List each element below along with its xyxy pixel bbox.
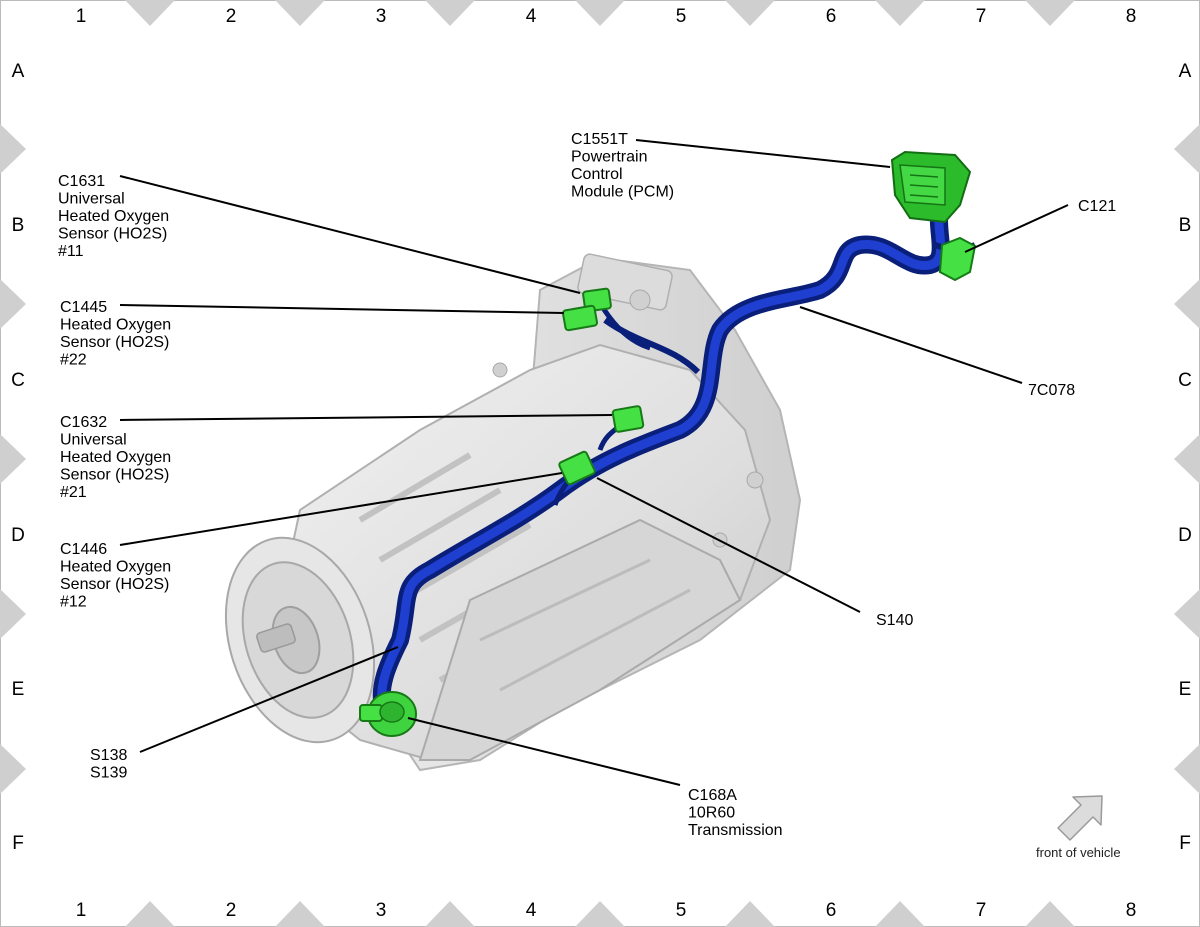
callout-line: 10R60 (688, 805, 735, 822)
callout-line: Sensor (HO2S) (60, 334, 169, 351)
grid-row-label: E (12, 679, 25, 700)
connector-c1446 (558, 450, 596, 486)
grid-row-label: F (12, 833, 24, 854)
grid-column-labels-bottom: 1 2 3 4 5 6 7 8 (76, 900, 1137, 921)
callout-line: C1631 (58, 173, 105, 190)
callout-line: Universal (58, 191, 125, 208)
leader-c168a (407, 717, 681, 786)
callout-line: Module (PCM) (571, 184, 674, 201)
callout-line: #11 (58, 243, 84, 260)
grid-column-label: 6 (826, 6, 837, 27)
grid-column-label: 5 (676, 6, 687, 27)
grid-row-label: E (1179, 679, 1192, 700)
callout-line: #12 (60, 594, 87, 611)
grid-column-label: 2 (226, 6, 237, 27)
arrow-up-right-icon (1057, 795, 1103, 841)
connector-c1445 (561, 304, 599, 332)
grid-row-labels-left: A B C D E F (11, 61, 25, 854)
leader-c1632 (119, 414, 613, 421)
grid-row-label: A (1179, 61, 1192, 82)
grid-row-label: F (1179, 833, 1191, 854)
leader-s140 (596, 477, 861, 613)
callout-line: C121 (1078, 198, 1116, 215)
grid-column-label: 8 (1126, 900, 1137, 921)
grid-column-label: 3 (376, 900, 387, 921)
grid-column-label: 4 (526, 900, 537, 921)
leader-s138 (139, 646, 399, 753)
leader-c121 (964, 204, 1069, 253)
callout-line: #21 (60, 484, 87, 501)
callout-line: C1446 (60, 541, 107, 558)
grid-column-label: 3 (376, 6, 387, 27)
grid-row-label: B (1179, 215, 1192, 236)
label-s140: S140 (876, 612, 913, 629)
grid-row-label: A (12, 61, 25, 82)
label-c121: C121 (1078, 198, 1116, 215)
grid-column-label: 8 (1126, 6, 1137, 27)
grid-column-label: 7 (976, 6, 987, 27)
grid-column-label: 1 (76, 6, 87, 27)
grid-row-label: D (11, 525, 25, 546)
orientation-label: front of vehicle (1036, 845, 1121, 860)
callout-line: C1445 (60, 299, 107, 316)
callout-line: S138 (90, 747, 127, 764)
callout-line: 7C078 (1028, 382, 1075, 399)
grid-row-label: C (11, 370, 25, 391)
label-7c078: 7C078 (1028, 382, 1075, 399)
callout-line: Transmission (688, 822, 783, 839)
callout-line: Sensor (HO2S) (60, 576, 169, 593)
leader-lines (119, 139, 1069, 786)
callout-line: Powertrain (571, 149, 647, 166)
grid-column-label: 6 (826, 900, 837, 921)
grid-column-label: 4 (526, 6, 537, 27)
grid-row-label: C (1178, 370, 1192, 391)
connectors (359, 150, 977, 737)
wiring-harness-7c078 (372, 201, 977, 721)
leader-7c078 (799, 306, 1023, 384)
grid-column-label: 5 (676, 900, 687, 921)
callout-line: S139 (90, 765, 127, 782)
grid-column-label: 1 (76, 900, 87, 921)
callout-line: S140 (876, 612, 913, 629)
orientation-indicator: front of vehicle (1036, 795, 1121, 860)
callout-line: Heated Oxygen (58, 208, 169, 225)
grid-row-label: D (1178, 525, 1192, 546)
callout-line: Sensor (HO2S) (58, 226, 167, 243)
connector-c1551t (890, 150, 972, 224)
connector-c121 (938, 236, 977, 282)
callout-line: Control (571, 166, 623, 183)
leader-c1551t (635, 139, 891, 168)
callout-line: Heated Oxygen (60, 559, 171, 576)
connector-c1632 (611, 405, 645, 433)
callout-line: Universal (60, 432, 127, 449)
connector-c168a (359, 691, 417, 737)
callout-line: Sensor (HO2S) (60, 467, 169, 484)
grid-row-label: B (12, 215, 25, 236)
grid-column-labels-top: 1 2 3 4 5 6 7 8 (76, 6, 1137, 27)
grid-column-label: 7 (976, 900, 987, 921)
callout-line: C168A (688, 787, 737, 804)
leader-c1631 (119, 175, 581, 294)
callout-line: Heated Oxygen (60, 449, 171, 466)
callout-line: C1551T (571, 131, 628, 148)
grid-row-labels-right: A B C D E F (1178, 61, 1192, 854)
callout-line: C1632 (60, 414, 107, 431)
callout-line: Heated Oxygen (60, 317, 171, 334)
leader-c1445 (119, 304, 565, 314)
grid-column-label: 2 (226, 900, 237, 921)
leader-c1446 (119, 472, 563, 546)
callout-line: #22 (60, 352, 87, 369)
